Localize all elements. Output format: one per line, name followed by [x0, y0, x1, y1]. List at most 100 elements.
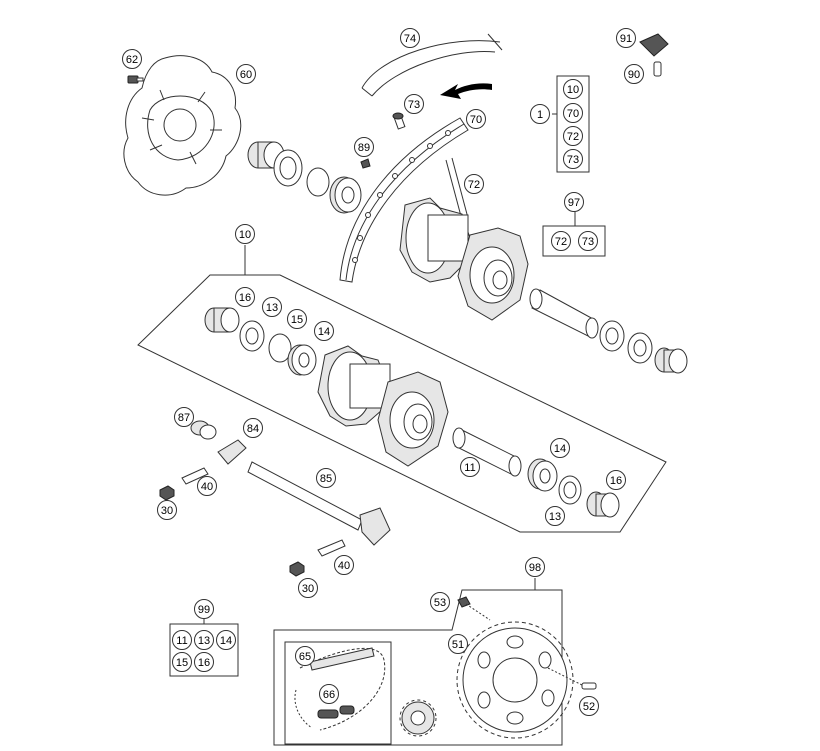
- callout-number: 13: [549, 511, 561, 523]
- callout-c16b: 16: [606, 470, 626, 490]
- callout-c1_72: 72: [563, 126, 583, 146]
- callout-number: 65: [299, 651, 311, 663]
- callout-circle: [235, 287, 255, 307]
- rim-spoke-holes: [352, 130, 451, 263]
- callout-circle: [563, 79, 583, 99]
- callout-c98: 98: [525, 557, 545, 577]
- direction-arrow: [440, 83, 492, 99]
- callout-circle: [464, 174, 484, 194]
- callout-number: 10: [567, 84, 579, 96]
- callout-circle: [298, 578, 318, 598]
- callout-circle: [545, 506, 565, 526]
- lower-hub-assembly: [204, 307, 620, 518]
- rear-sprocket: [456, 621, 574, 739]
- callout-c97_72: 72: [551, 231, 571, 251]
- callout-circle: [287, 309, 307, 329]
- callout-number: 10: [239, 229, 251, 241]
- callout-number: 40: [338, 560, 350, 572]
- callout-circle: [197, 476, 217, 496]
- callout-c51: 51: [448, 634, 468, 654]
- wheel-rim: [339, 117, 469, 283]
- callout-number: 13: [198, 635, 210, 647]
- callout-number: 16: [198, 657, 210, 669]
- callout-number: 14: [318, 326, 330, 338]
- callout-circle: [448, 634, 468, 654]
- kit-box-1: [552, 75, 590, 173]
- callout-number: 52: [583, 701, 595, 713]
- callout-number: 40: [201, 481, 213, 493]
- callout-c40a: 40: [197, 476, 217, 496]
- callout-c65: 65: [295, 646, 315, 666]
- callout-c91: 91: [616, 28, 636, 48]
- callout-circle: [579, 696, 599, 716]
- callout-number: 13: [266, 302, 278, 314]
- callout-c72: 72: [464, 174, 484, 194]
- callout-c1: 1: [530, 104, 550, 124]
- callout-number: 14: [554, 443, 566, 455]
- callout-circle: [563, 149, 583, 169]
- callout-circle: [460, 457, 480, 477]
- callout-c16a: 16: [235, 287, 255, 307]
- callout-number: 1: [537, 109, 543, 121]
- callout-c13b: 13: [545, 506, 565, 526]
- callout-c74: 74: [400, 28, 420, 48]
- callout-c70: 70: [466, 109, 486, 129]
- callout-circle: [564, 192, 584, 212]
- callout-number: 14: [220, 635, 232, 647]
- callout-circle: [400, 28, 420, 48]
- callout-circle: [122, 49, 142, 69]
- sprocket-lightening-holes: [477, 635, 555, 725]
- callout-number: 72: [555, 236, 567, 248]
- callout-circle: [334, 555, 354, 575]
- callout-number: 74: [404, 33, 416, 45]
- callout-circle: [235, 224, 255, 244]
- callout-circle: [563, 103, 583, 123]
- callout-circle: [262, 297, 282, 317]
- disc-bolt: [127, 75, 144, 84]
- spoke-nipple: [360, 158, 371, 169]
- callout-circle: [430, 592, 450, 612]
- callout-circle: [194, 652, 214, 672]
- sprocket-bolts: [457, 596, 597, 690]
- callout-number: 72: [468, 179, 480, 191]
- callout-c62: 62: [122, 49, 142, 69]
- callout-circle: [578, 231, 598, 251]
- callout-number: 73: [582, 236, 594, 248]
- callout-number: 51: [452, 639, 464, 651]
- callout-circle: [172, 652, 192, 672]
- callout-number: 85: [320, 473, 332, 485]
- callout-number: 87: [178, 412, 190, 424]
- callout-number: 66: [323, 689, 335, 701]
- callout-c52: 52: [579, 696, 599, 716]
- tire-outline: [361, 33, 503, 97]
- callout-circle: [236, 64, 256, 84]
- callout-c97_73: 73: [578, 231, 598, 251]
- callout-circle: [216, 630, 236, 650]
- callout-circle: [174, 407, 194, 427]
- callout-number: 11: [176, 635, 187, 647]
- callout-number: 97: [568, 197, 580, 209]
- callout-number: 98: [529, 562, 541, 574]
- callout-circle: [316, 468, 336, 488]
- callout-number: 16: [610, 475, 622, 487]
- callout-c87: 87: [174, 407, 194, 427]
- callout-circle: [194, 599, 214, 619]
- callout-c40b: 40: [334, 555, 354, 575]
- callout-c99: 99: [194, 599, 214, 619]
- callout-c97: 97: [564, 192, 584, 212]
- callout-number: 91: [620, 33, 632, 45]
- callout-number: 30: [161, 505, 173, 517]
- callout-number: 99: [198, 604, 210, 616]
- callout-number: 70: [567, 108, 579, 120]
- callout-number: 89: [358, 142, 370, 154]
- valve-cap-parts: [639, 33, 669, 77]
- callout-c10: 10: [235, 224, 255, 244]
- callout-number: 90: [628, 69, 640, 81]
- callout-c99_16: 16: [194, 652, 214, 672]
- front-sprocket: [399, 699, 437, 737]
- upper-hub-assembly: [247, 141, 688, 374]
- callout-c1_70: 70: [563, 103, 583, 123]
- callout-number: 15: [291, 314, 303, 326]
- callout-c1_73: 73: [563, 149, 583, 169]
